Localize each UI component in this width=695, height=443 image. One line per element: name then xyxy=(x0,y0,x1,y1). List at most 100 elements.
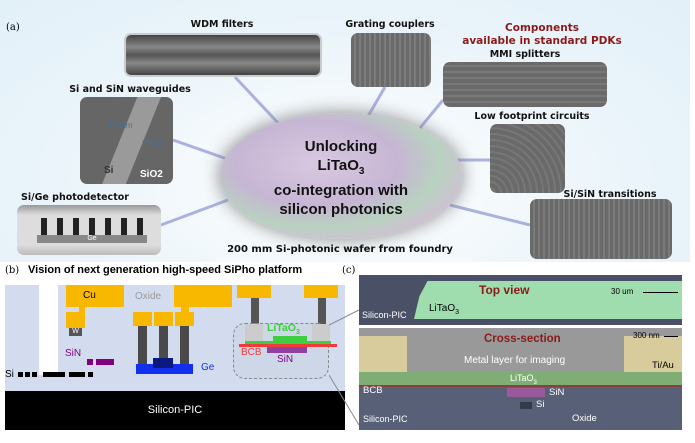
photodetector-label: Si/Ge photodetector xyxy=(21,192,129,203)
wafer-text: Unlocking LiTaO3 co-integration with sil… xyxy=(274,137,408,219)
contact-plug xyxy=(138,326,147,364)
wdm-label: WDM filters xyxy=(190,19,254,30)
litao-text: LiTaO xyxy=(317,157,359,174)
cu-pad xyxy=(175,312,194,326)
zoom-connector-lines xyxy=(329,309,360,426)
cu-pad xyxy=(133,312,152,326)
cu-pad xyxy=(174,285,232,307)
subscript: 3 xyxy=(358,166,365,177)
waveguides-image: 450nm 220nm Si SiO2 xyxy=(80,97,173,184)
scale-bar xyxy=(643,292,678,293)
top-view-image: Top view 30 um LiTaO3 Silicon-PIC xyxy=(359,275,682,325)
connector-line xyxy=(233,75,282,127)
si-waveguide xyxy=(69,372,85,377)
transitions-label: Si/SiN transitions xyxy=(563,189,657,200)
ge-layer xyxy=(136,364,193,374)
oxide-label: Oxide xyxy=(135,291,162,302)
litao-film xyxy=(359,372,682,385)
wafer-line: LiTaO3 xyxy=(274,156,408,181)
litao-film xyxy=(245,341,331,344)
substrate-label: Silicon-PIC xyxy=(362,310,407,320)
tiau-electrode xyxy=(359,336,407,372)
photodetector-image: Ge xyxy=(17,205,161,255)
scale-bar xyxy=(664,336,678,337)
grating-label: Grating couplers xyxy=(345,19,435,30)
connector-line xyxy=(329,374,360,426)
si-grating xyxy=(18,372,39,377)
bcb-layer xyxy=(239,344,337,347)
low-footprint-image xyxy=(490,124,565,193)
subscript: 3 xyxy=(295,329,300,337)
contact-plug xyxy=(318,298,326,324)
litao-label: LiTaO3 xyxy=(267,322,300,336)
cu-pad xyxy=(237,285,271,298)
cu-via xyxy=(79,307,85,312)
electrode xyxy=(312,324,330,341)
sin-waveguide xyxy=(507,388,545,397)
sin-label: SiN xyxy=(65,348,82,359)
litao-label: LiTaO3 xyxy=(510,373,537,386)
contact-plug xyxy=(180,326,189,364)
cu-pad: Cu xyxy=(66,285,124,307)
panel-a: (a) WDM filters Grating couplers Compone… xyxy=(0,0,690,262)
tiau-electrode xyxy=(624,336,682,372)
litao-text: LiTaO xyxy=(510,373,534,383)
litao-text: LiTaO xyxy=(267,322,296,334)
contact-array xyxy=(41,218,151,236)
scale-label: 300 nm xyxy=(633,331,660,340)
ge-label: Ge xyxy=(37,235,147,243)
w-plug: W xyxy=(69,328,82,336)
ge-core xyxy=(153,358,173,368)
connector-lines xyxy=(160,75,531,227)
panel-b-label: (b) xyxy=(5,265,20,276)
grating-couplers-image xyxy=(351,33,431,87)
heading-line: available in standard PDKs xyxy=(462,35,622,47)
sin-waveguide xyxy=(87,359,93,365)
sin-label: SiN xyxy=(549,387,565,398)
components-heading: Components available in standard PDKs xyxy=(462,22,622,48)
sin-label: SiN xyxy=(277,354,294,365)
low-footprint-label: Low footprint circuits xyxy=(474,111,590,122)
wafer-caption: 200 mm Si-photonic wafer from foundry xyxy=(227,244,453,255)
width-annotation: 450nm xyxy=(108,121,133,130)
wafer-image xyxy=(220,113,462,239)
scale-label: 30 um xyxy=(611,287,634,296)
tiau-label: Ti/Au xyxy=(652,360,674,371)
si-waveguide xyxy=(88,372,93,377)
si-waveguide xyxy=(520,402,532,409)
height-annotation: 220nm xyxy=(142,139,167,148)
cross-section-title: Cross-section xyxy=(484,333,561,345)
wafer-line: co-integration with xyxy=(273,182,409,199)
connector-line xyxy=(172,138,231,162)
panel-c-label: (c) xyxy=(342,265,356,276)
cu-pad xyxy=(304,285,338,298)
bcb-label: BCB xyxy=(363,385,383,396)
bcb-label: BCB xyxy=(241,347,262,358)
platform-diagram: Cu W Oxide Ge Si SiN LiTaO3 BCB SiN Sili… xyxy=(5,285,345,430)
cross-section-image: Cross-section 300 nm Metal layer for ima… xyxy=(359,328,682,430)
sin-waveguide xyxy=(267,347,307,353)
wdm-filters-image xyxy=(124,33,322,77)
si-label: Si xyxy=(5,369,14,380)
core-label: Si xyxy=(104,165,114,176)
waveguides-label: Si and SiN waveguides xyxy=(69,84,191,95)
si-waveguide xyxy=(43,372,65,377)
bcb-layer xyxy=(359,385,682,387)
si-label: Si xyxy=(536,399,545,410)
connector-line xyxy=(449,203,531,227)
subscript: 3 xyxy=(455,309,460,316)
wafer-line: silicon photonics xyxy=(279,201,403,218)
panel-a-label: (a) xyxy=(6,22,20,33)
mmi-splitters-image xyxy=(443,62,607,107)
metal-label: Metal layer for imaging xyxy=(464,355,566,366)
cladding-label: SiO2 xyxy=(140,169,163,180)
substrate-label: Silicon-PIC xyxy=(363,414,408,424)
connector-line xyxy=(418,99,445,129)
litao-text: LiTaO xyxy=(429,303,456,314)
cu-pad xyxy=(154,312,173,326)
subscript: 3 xyxy=(533,379,537,386)
electrode xyxy=(245,324,263,341)
panel-b-title: Vision of next generation high-speed SiP… xyxy=(28,264,303,276)
cu-label: Cu xyxy=(83,290,96,301)
si-sin-transitions-image xyxy=(530,199,672,259)
